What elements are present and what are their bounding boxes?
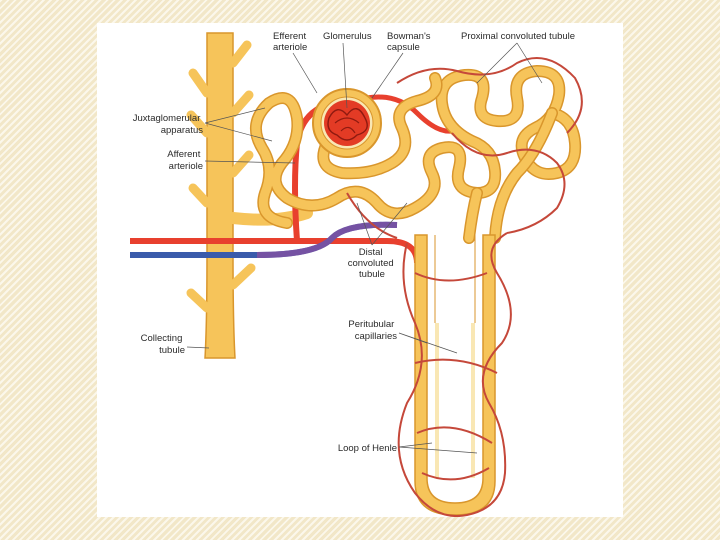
label-juxtaglomerular: Juxtaglomerular apparatus (133, 113, 203, 136)
label-afferent-arteriole: Afferent arteriole (167, 149, 203, 172)
label-efferent-arteriole: Efferent arteriole (273, 31, 309, 53)
loop-of-henle-tube (414, 234, 496, 516)
convoluted-tubules (249, 64, 582, 244)
renal-corpuscle (312, 88, 382, 158)
label-glomerulus: Glomerulus (323, 31, 372, 42)
label-peritubular-capillaries: Peritubular capillaries (348, 319, 397, 342)
peritubular-capillaries (346, 57, 583, 517)
label-distal-tubule: Distal convoluted tubule (348, 247, 397, 280)
diagram-card: Efferent arteriole Glomerulus Bowman's c… (97, 23, 623, 517)
label-bowmans-capsule: Bowman's capsule (387, 31, 433, 53)
label-proximal-tubule: Proximal convoluted tubule (461, 31, 575, 42)
collecting-tubule (186, 32, 313, 359)
efferent-arteriole-vessel (366, 94, 453, 134)
nephron-diagram: Efferent arteriole Glomerulus Bowman's c… (130, 31, 583, 517)
leader-lines (186, 42, 543, 454)
label-loop-of-henle: Loop of Henle (338, 443, 397, 454)
label-collecting-tubule: Collecting tubule (141, 333, 185, 356)
